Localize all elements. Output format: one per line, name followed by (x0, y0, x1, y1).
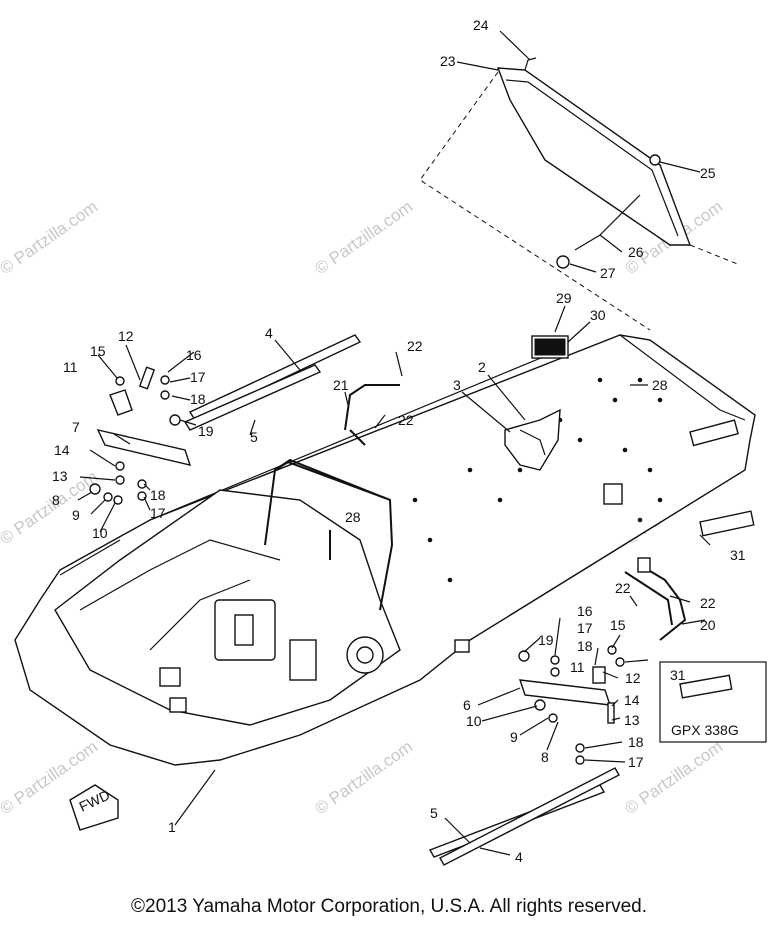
callout-3: 3 (453, 377, 461, 393)
callout-5-top: 5 (250, 429, 258, 445)
callout-6: 6 (463, 697, 471, 713)
callout-17-right-bottom: 17 (628, 754, 644, 770)
callout-17-right-top: 17 (577, 620, 593, 636)
callout-15-left: 15 (90, 343, 106, 359)
callout-18-right-bottom: 18 (628, 734, 644, 750)
callout-8-right: 8 (541, 749, 549, 765)
callout-17-left-bottom: 17 (150, 505, 166, 521)
callout-19-right: 19 (538, 632, 554, 648)
guide-line-2 (689, 244, 741, 266)
main-frame (14, 334, 756, 766)
callout-31-box: 31 (670, 667, 686, 683)
callout-2: 2 (478, 359, 486, 375)
watermark-8: © Partzilla.com (311, 737, 416, 818)
callout-29: 29 (556, 290, 572, 306)
callout-25: 25 (700, 165, 716, 181)
callout-7: 7 (72, 419, 80, 435)
callouts: 24 23 25 26 27 29 30 28 4 5 22 21 22 2 3… (52, 17, 746, 865)
callout-30: 30 (590, 307, 606, 323)
callout-18-left-top: 18 (190, 391, 206, 407)
guide-line-1 (419, 71, 651, 331)
callout-28-mid: 28 (345, 509, 361, 525)
callout-17-left-top: 17 (190, 369, 206, 385)
decal-detail-box (659, 661, 767, 743)
callout-10-left: 10 (92, 525, 108, 541)
callout-13-right: 13 (624, 712, 640, 728)
deck-holes (412, 377, 663, 583)
callout-18-left-bottom: 18 (150, 487, 166, 503)
watermark-1: © Partzilla.com (0, 197, 101, 278)
callout-19-left: 19 (198, 423, 214, 439)
callout-4-bottom: 4 (515, 849, 523, 865)
callout-24: 24 (473, 17, 489, 33)
callout-9-left: 9 (72, 507, 80, 523)
leader-lines (77, 30, 711, 856)
decal-text: GPX 338G (671, 722, 739, 738)
callout-12-right: 12 (625, 670, 641, 686)
callout-11-left: 11 (63, 359, 78, 375)
callout-10-right: 10 (466, 713, 482, 729)
callout-13-left: 13 (52, 468, 68, 484)
callout-14-right: 14 (624, 692, 640, 708)
slide-rail-upper (183, 334, 362, 431)
callout-21: 21 (333, 377, 349, 393)
callout-16-left: 16 (186, 347, 202, 363)
clip-part-27 (556, 255, 570, 269)
fwd-arrow-icon: FWD (69, 784, 119, 831)
callout-14-left: 14 (54, 442, 70, 458)
callout-22-d: 22 (700, 595, 716, 611)
callout-18-right-top: 18 (577, 638, 593, 654)
slide-rail-lower (428, 767, 620, 866)
grab-handle-part-20 (639, 564, 687, 641)
callout-12-left: 12 (118, 328, 134, 344)
right-bracket-assembly (518, 645, 625, 765)
callout-1: 1 (168, 819, 176, 835)
callout-27: 27 (600, 265, 616, 281)
watermark-2: © Partzilla.com (311, 197, 416, 278)
callout-22-a: 22 (407, 338, 423, 354)
callout-26: 26 (628, 244, 644, 260)
callout-23: 23 (440, 53, 456, 69)
shroud-panel (496, 57, 692, 246)
callout-22-c: 22 (615, 580, 631, 596)
callout-20: 20 (700, 617, 716, 633)
callout-5-bottom: 5 (430, 805, 438, 821)
callout-15-right: 15 (610, 617, 626, 633)
copyright-caption: ©2013 Yamaha Motor Corporation, U.S.A. A… (131, 896, 647, 917)
left-bracket-assembly (89, 366, 192, 505)
callout-4-top: 4 (265, 325, 273, 341)
callout-22-b: 22 (398, 412, 414, 428)
seat-part-2 (504, 408, 561, 471)
callout-8-left: 8 (52, 492, 60, 508)
watermark-4: © Partzilla.com (0, 467, 101, 548)
callout-9-right: 9 (510, 729, 518, 745)
decal-part-31-frame (699, 510, 755, 537)
callout-28-top: 28 (652, 377, 668, 393)
callout-31-frame: 31 (730, 547, 746, 563)
callout-11-right: 11 (570, 659, 585, 675)
callout-16-right: 16 (577, 603, 593, 619)
grab-handle-part-21 (344, 384, 400, 431)
